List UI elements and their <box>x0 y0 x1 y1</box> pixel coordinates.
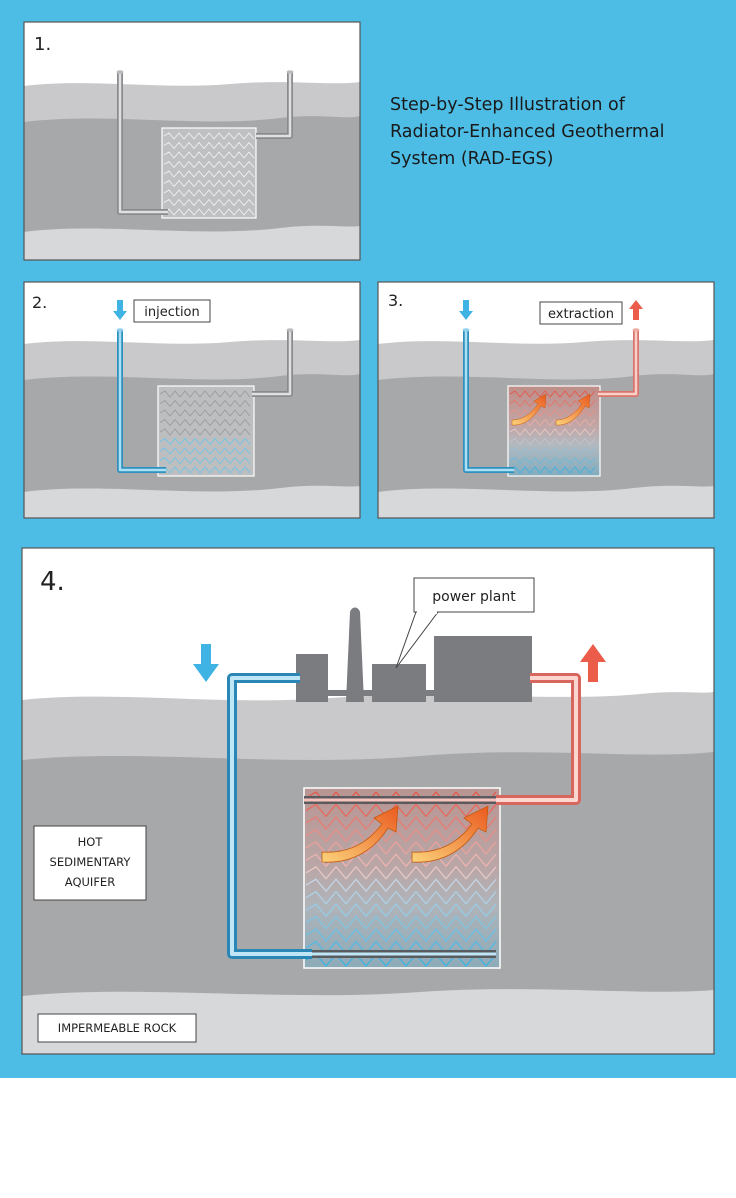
impermeable-label: IMPERMEABLE ROCK <box>58 1021 177 1035</box>
aquifer-label-box <box>33 825 147 901</box>
heat-flow-arrow-icon <box>411 805 489 863</box>
up-arrow-icon <box>580 644 606 682</box>
title-line-2: Radiator-Enhanced Geothermal <box>390 122 665 142</box>
heat-flow-arrow-icon <box>321 805 399 863</box>
down-arrow-icon <box>113 300 127 320</box>
fracture-network-icon <box>163 132 255 216</box>
page-title: Step-by-Step Illustration of Radiator-En… <box>390 95 670 169</box>
fracture-network-icon <box>159 390 251 474</box>
injection-label: injection <box>144 305 200 320</box>
injection-callout <box>133 299 211 323</box>
panel-2: injection 2. <box>23 281 361 519</box>
panel-4: power plant HOT SEDIMENTARY AQUIFER IMPE… <box>21 547 715 1055</box>
extraction-callout <box>539 301 623 325</box>
title-line-3: System (RAD-EGS) <box>390 149 553 169</box>
power-plant-callout <box>413 577 535 613</box>
power-plant-label: power plant <box>432 589 516 605</box>
down-arrow-icon <box>459 300 473 320</box>
heat-flow-arrow-icon <box>555 393 591 426</box>
extraction-label: extraction <box>548 307 614 322</box>
power-plant-icon <box>296 607 532 702</box>
panel-2-number: 2. <box>32 293 47 312</box>
aquifer-label-line-1: HOT <box>78 835 104 849</box>
panel-4-number: 4. <box>40 567 65 597</box>
aquifer-label-line-3: AQUIFER <box>65 875 115 889</box>
title-line-1: Step-by-Step Illustration of <box>390 95 626 115</box>
up-arrow-icon <box>629 300 643 320</box>
panel-3-number: 3. <box>388 291 403 310</box>
aquifer-label-line-2: SEDIMENTARY <box>50 855 132 869</box>
impermeable-label-box <box>37 1013 197 1043</box>
panel-1: 1. <box>23 21 361 261</box>
panel-3: extraction 3. <box>377 281 715 519</box>
heat-flow-arrow-icon <box>511 393 547 426</box>
down-arrow-icon <box>193 644 219 682</box>
panel-1-number: 1. <box>34 34 51 55</box>
